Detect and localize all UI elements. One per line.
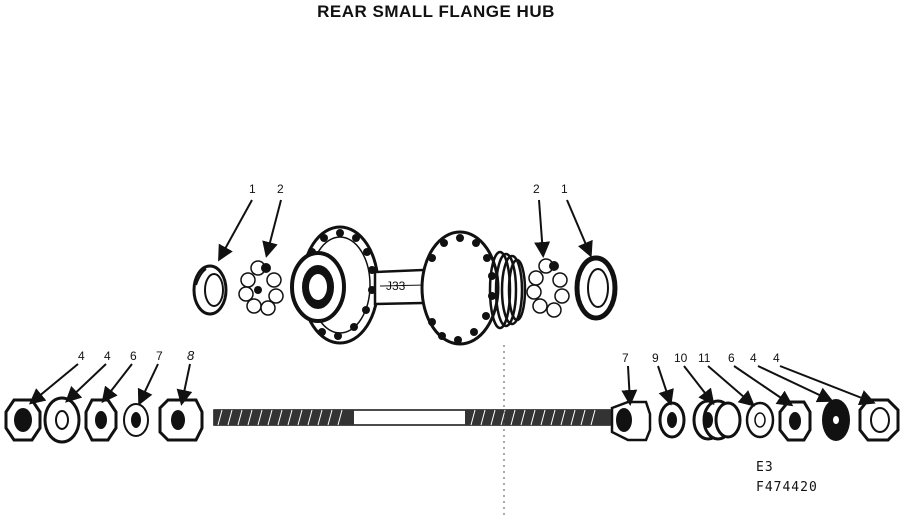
- right-bearing-cone: [574, 255, 618, 321]
- axle-label-right-1: 7: [622, 351, 629, 365]
- code-line-1: E3: [756, 460, 774, 475]
- code-line-2: F474420: [756, 480, 818, 495]
- diagram-title: REAR SMALL FLANGE HUB: [317, 2, 555, 21]
- axle-label-left-5: 8: [187, 348, 195, 363]
- hub-label-2-right: 2: [533, 182, 540, 196]
- axle-label-right-3: 10: [674, 351, 688, 365]
- hub-label-1-right: 1: [561, 182, 568, 196]
- axle-label-right-5: 6: [728, 351, 735, 365]
- right-axle-parts: [610, 398, 900, 442]
- hub-label-1-left: 1: [249, 182, 256, 196]
- axle-label-left-3: 6: [130, 349, 137, 363]
- axle-label-left-1: 4: [78, 349, 85, 363]
- right-ball-retainer: [526, 258, 570, 318]
- left-bearing-cone: [192, 264, 228, 316]
- hub-stamp: J33: [386, 279, 406, 293]
- axle-label-right-7: 4: [773, 351, 780, 365]
- axle: [213, 409, 611, 426]
- axle-label-right-6: 4: [750, 351, 757, 365]
- left-ball-retainer: [238, 260, 284, 316]
- hub-body: [290, 225, 527, 346]
- left-axle-parts: [4, 396, 204, 444]
- axle-label-left-2: 4: [104, 349, 111, 363]
- hub-label-2-left: 2: [277, 182, 284, 196]
- axle-label-right-2: 9: [652, 351, 659, 365]
- axle-label-right-4: 11: [698, 351, 711, 365]
- axle-label-left-4: 7: [156, 349, 163, 363]
